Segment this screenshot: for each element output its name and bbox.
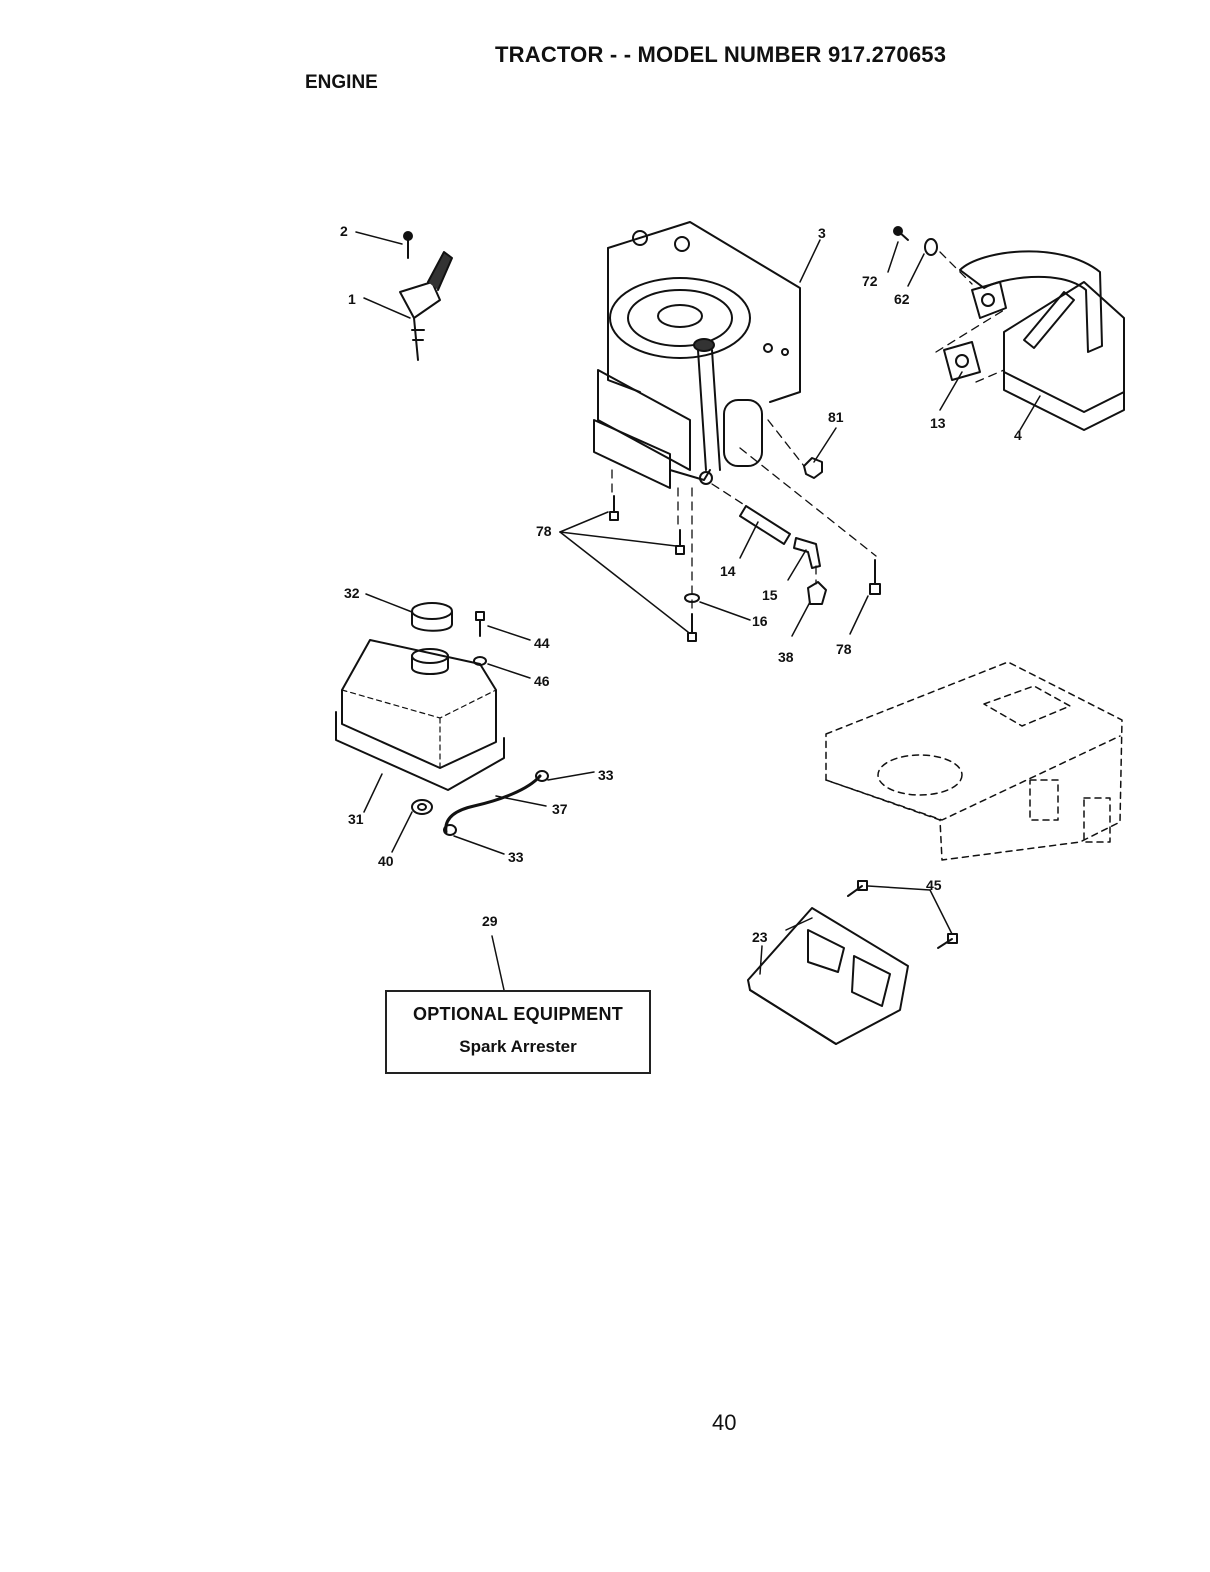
callout-14: 14 [720, 563, 736, 579]
callout-78: 78 [536, 523, 552, 539]
callout-40: 40 [378, 853, 394, 869]
screw-78-c [687, 613, 697, 642]
fuel-line [444, 774, 542, 834]
clamp-33-b [443, 824, 457, 836]
callout-62: 62 [894, 291, 910, 307]
heat-shield [747, 907, 909, 1045]
washer-46 [473, 656, 487, 666]
fitting-38 [807, 581, 827, 605]
optional-equipment-box: OPTIONAL EQUIPMENT Spark Arrester [385, 990, 651, 1074]
screw-78-a [609, 495, 619, 521]
throttle-control [399, 231, 453, 361]
chassis-frame [825, 661, 1123, 861]
callout-81: 81 [828, 409, 844, 425]
callout-16: 16 [752, 613, 768, 629]
callout-31: 31 [348, 811, 364, 827]
callout-45: 45 [926, 877, 942, 893]
elbow-15 [793, 537, 821, 569]
section-title: ENGINE [305, 72, 378, 93]
callout-4: 4 [1014, 427, 1022, 443]
screw-45-a [847, 880, 868, 897]
gasket-62 [924, 238, 938, 256]
callout-13: 13 [930, 415, 946, 431]
bushing-40 [411, 799, 433, 815]
screw-44 [475, 611, 485, 637]
callout-3: 3 [818, 225, 826, 241]
callout-33-lower: 33 [508, 849, 524, 865]
optional-equipment-title: OPTIONAL EQUIPMENT [412, 1004, 624, 1024]
callout-37: 37 [552, 801, 568, 817]
muffler [959, 250, 1125, 431]
screw-72 [893, 226, 909, 241]
clamp-33-a [535, 770, 549, 782]
callout-2: 2 [340, 223, 348, 239]
callout-33-upper: 33 [598, 767, 614, 783]
callout-46: 46 [534, 673, 550, 689]
nut-81 [803, 457, 823, 479]
callout-72: 72 [862, 273, 878, 289]
callout-29: 29 [482, 913, 498, 929]
gasket-13 [943, 341, 981, 381]
callout-78-right: 78 [836, 641, 852, 657]
engine [593, 221, 801, 489]
callout-1: 1 [348, 291, 356, 307]
callout-32: 32 [344, 585, 360, 601]
callout-38: 38 [778, 649, 794, 665]
callout-23: 23 [752, 929, 768, 945]
screw-45-b [937, 933, 958, 949]
fitting-14 [739, 505, 791, 545]
optional-equipment-item: Spark Arrester [459, 1037, 577, 1056]
page-title: TRACTOR - - MODEL NUMBER 917.270653 [495, 42, 947, 67]
page-number: 40 [712, 1410, 737, 1435]
callout-15: 15 [762, 587, 778, 603]
fuel-tank [335, 639, 505, 791]
screw-78-b [675, 529, 685, 555]
screw-78-d [869, 559, 881, 595]
callout-44: 44 [534, 635, 550, 651]
fuel-cap [411, 602, 453, 632]
